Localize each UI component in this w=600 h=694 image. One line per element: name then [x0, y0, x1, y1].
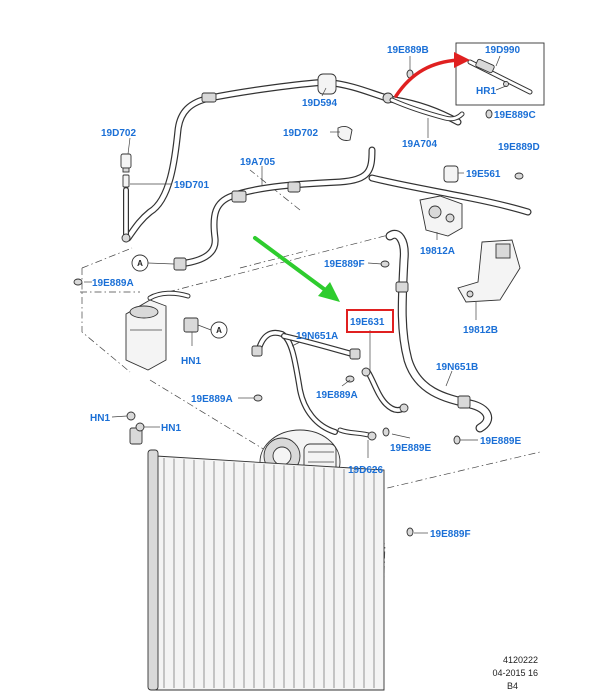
label-HN1-left: HN1 [90, 413, 110, 424]
label-19A705: 19A705 [240, 157, 275, 168]
o-ring-clips [73, 69, 524, 537]
pipe-19A705 [124, 78, 532, 271]
label-HR1-top: HR1 [476, 86, 496, 97]
label-HN1-condenser: HN1 [161, 423, 181, 434]
part-labels: 19E889B 19D990 HR1 19E889C 19D594 19D702… [90, 45, 540, 540]
label-19812A: 19812A [420, 246, 455, 257]
green-arrow [253, 236, 340, 302]
label-19E889E-mid: 19E889E [390, 443, 431, 454]
label-19N651A: 19N651A [296, 331, 338, 342]
highlight-box-19E631 [346, 309, 394, 333]
label-19E889B: 19E889B [387, 45, 429, 56]
label-19812B: 19812B [463, 325, 498, 336]
ref-marker-letter: A [216, 326, 222, 335]
label-19E889A-left: 19E889A [92, 278, 134, 289]
bracket-19812B [457, 239, 521, 303]
receiver-drier [125, 290, 199, 371]
leader-lines [84, 55, 507, 534]
label-19D626: 19D626 [348, 465, 383, 476]
footer-sheet: B4 [507, 681, 518, 691]
label-19D702-left: 19D702 [101, 128, 136, 139]
condenser-fins [163, 458, 375, 688]
label-HN1-drier: HN1 [181, 356, 201, 367]
red-arrow [394, 52, 470, 98]
label-19A704: 19A704 [402, 139, 437, 150]
pressure-switch-19812A [419, 195, 463, 237]
label-19E889E-right: 19E889E [480, 436, 521, 447]
ref-marker-a-2: A [197, 321, 228, 339]
label-19E631: 19E631 [350, 317, 385, 328]
condenser [129, 427, 385, 691]
sensor-19E561 [443, 165, 459, 183]
label-19E889C: 19E889C [494, 110, 536, 121]
pipe-19N651A [251, 329, 361, 435]
label-19D594: 19D594 [302, 98, 337, 109]
footer-code: 4120222 [503, 655, 538, 665]
label-19D702-mid: 19D702 [283, 128, 318, 139]
connector-19D594 [317, 73, 465, 122]
drawing-footer: 4120222 04-2015 16 B4 [492, 655, 538, 691]
label-19N651B: 19N651B [436, 362, 478, 373]
ref-marker-letter: A [137, 259, 143, 268]
valve-19D702-mid [337, 125, 353, 141]
fitting-19D626 [337, 427, 377, 441]
pipe-19N651B [385, 229, 493, 433]
label-19D990: 19D990 [485, 45, 520, 56]
footer-date: 04-2015 16 [492, 668, 538, 678]
label-19E889D: 19E889D [498, 142, 540, 153]
valve-19D702-left [120, 153, 132, 243]
label-19E889A-mid: 19E889A [316, 390, 358, 401]
label-19D701: 19D701 [174, 180, 209, 191]
label-19E561: 19E561 [466, 169, 501, 180]
label-19E889A-lower: 19E889A [191, 394, 233, 405]
label-19E889F-upper: 19E889F [324, 259, 365, 270]
label-19E889F-lower: 19E889F [430, 529, 471, 540]
detail-inset [455, 42, 545, 106]
ref-marker-a-1: A [131, 254, 175, 272]
pipe-19E631 [361, 367, 409, 414]
